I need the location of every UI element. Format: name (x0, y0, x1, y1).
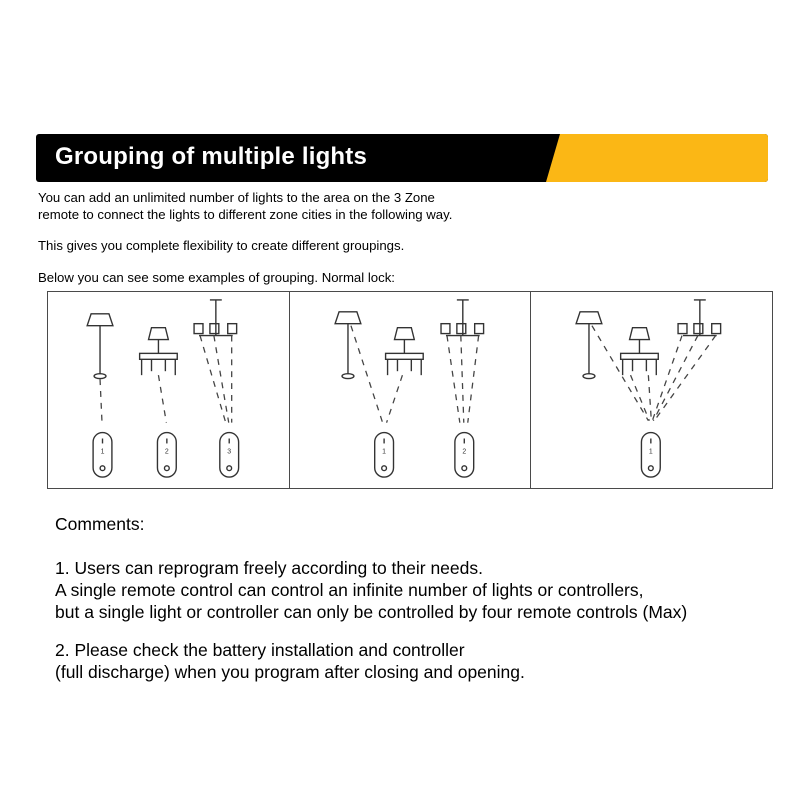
comment-item-2: 2. Please check the battery installation… (55, 640, 525, 682)
remote-zone-label: 1 (382, 448, 386, 455)
intro-paragraph: You can add an unlimited number of light… (38, 190, 453, 222)
remote-zone-label: 1 (649, 448, 653, 455)
example-panel-1: 1 2 3 (48, 292, 289, 488)
remote-zone-label: 3 (227, 448, 231, 455)
grouping-illustration-1: 1 2 3 (86, 299, 240, 478)
remote-zone-label: 1 (101, 448, 105, 455)
flexibility-note: This gives you complete flexibility to c… (38, 238, 405, 253)
examples-caption: Below you can see some examples of group… (38, 270, 395, 285)
comments-heading: Comments: (55, 514, 145, 534)
grouping-illustration-2: 1 2 (333, 299, 484, 478)
example-panel-2: 1 2 (288, 292, 531, 488)
banner-accent-stripe (546, 134, 768, 182)
title-banner: Grouping of multiple lights (36, 134, 768, 182)
remote-zone-label: 2 (165, 448, 169, 455)
page-title: Grouping of multiple lights (55, 143, 368, 170)
grouping-illustration-3: 1 (575, 299, 722, 478)
comment-item-1: 1. Users can reprogram freely according … (55, 558, 688, 622)
example-panel-3: 1 (530, 292, 772, 488)
grouping-examples: 1 2 3 (47, 291, 773, 489)
remote-zone-label: 2 (462, 448, 466, 455)
